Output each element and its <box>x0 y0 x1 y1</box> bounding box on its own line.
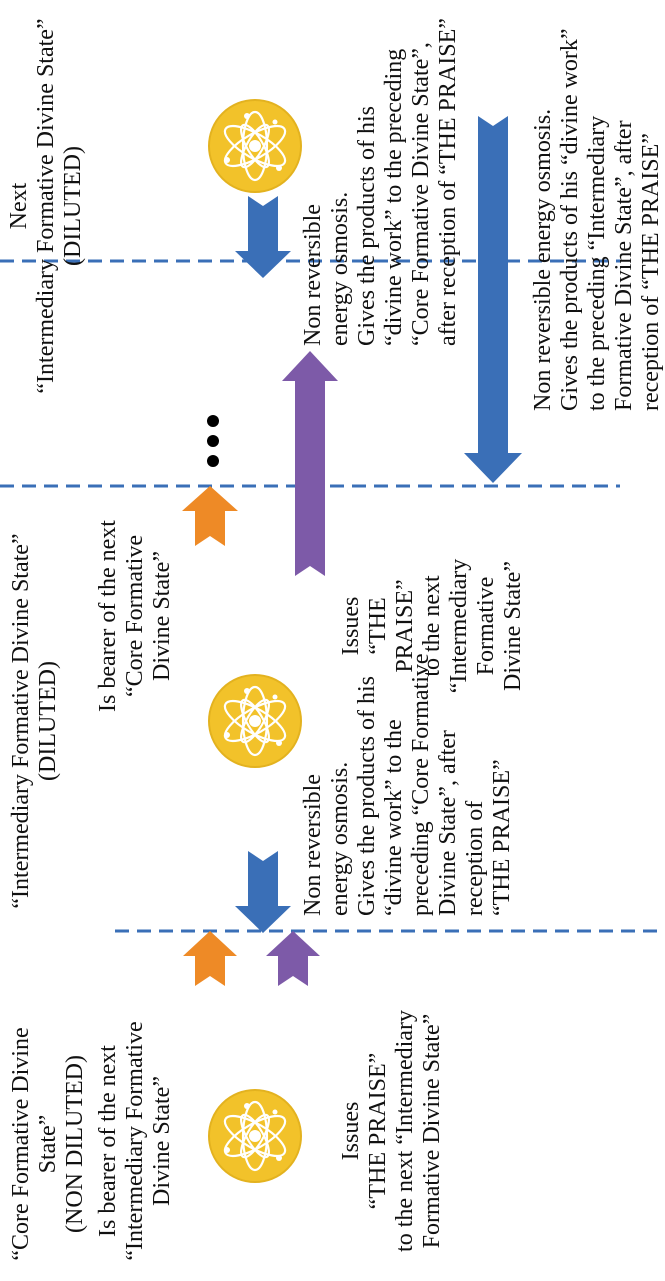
core-state-title: “Core Formative Divine State” (NON DILUT… <box>8 1027 88 1261</box>
atom-icon-core <box>207 1088 303 1184</box>
osmosis-arrow-next <box>235 196 291 278</box>
next-state-title: Next “Intermediary Formative Divine Stat… <box>6 18 86 394</box>
atom-icon-next <box>207 98 303 194</box>
final-osmosis-text: Non reversible energy osmosis. Gives the… <box>530 28 664 411</box>
ellipsis-icon <box>207 415 219 467</box>
atom-icon-intermediary <box>207 673 303 769</box>
praise-arrow-core <box>266 931 320 986</box>
core-bearer-text: Is bearer of the next “Intermediary Form… <box>95 1021 175 1261</box>
bearer-arrow-intermediary <box>182 486 238 546</box>
next-osmosis-text: Non reversible energy osmosis. Gives the… <box>300 18 461 346</box>
intermediary-state-title: “Intermediary Formative Divine State” (D… <box>8 533 61 909</box>
praise-arrow-intermediary <box>282 351 338 576</box>
osmosis-arrow-first <box>235 851 291 933</box>
intermediary-issues-text: Issues “THE PRAISE” to the next “Interme… <box>338 558 526 694</box>
bearer-arrow-core <box>183 931 237 986</box>
intermediary-bearer-text: Is bearer of the next “Core Formative Di… <box>95 520 175 712</box>
osmosis-arrow-final <box>464 116 522 483</box>
core-issues-text: Issues “THE PRAISE” to the next “Interme… <box>338 1010 445 1252</box>
